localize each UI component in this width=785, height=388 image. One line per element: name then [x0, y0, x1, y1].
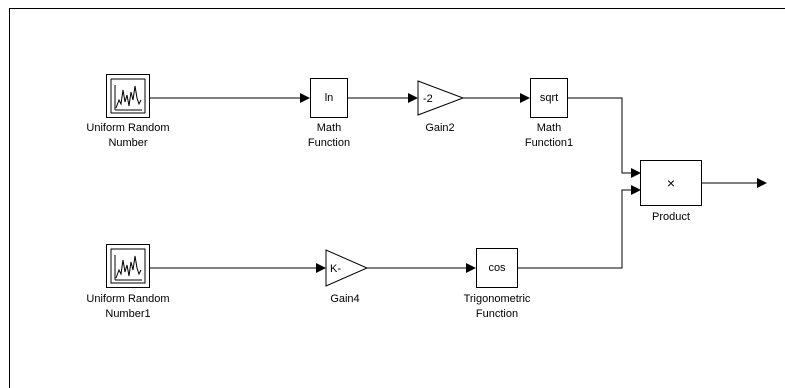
- urn1-scope-icon: [110, 78, 146, 114]
- product-label: Product: [652, 211, 690, 223]
- urn2-label: Uniform Random Number1: [68, 292, 188, 322]
- signal-sqrt-to-product[interactable]: [568, 97, 641, 178]
- math-function-label-line2: Function: [307, 137, 351, 149]
- product-block[interactable]: ×: [640, 160, 702, 206]
- math-function1-block[interactable]: sqrt: [530, 78, 568, 118]
- product-symbol: ×: [666, 175, 676, 191]
- urn2-block[interactable]: [106, 244, 150, 288]
- math-function1-value: sqrt: [539, 92, 559, 104]
- urn2-label-line2: Number1: [105, 308, 151, 320]
- urn1-label: Uniform Random Number: [68, 121, 188, 151]
- trig-function-label-line2: Function: [475, 308, 519, 320]
- gain2-value: -2: [423, 93, 433, 105]
- trig-function-block[interactable]: cos: [476, 248, 518, 288]
- gain2-block[interactable]: -2: [417, 80, 465, 116]
- urn1-label-line1: Uniform Random: [86, 122, 170, 134]
- gain4-label: Gain4: [330, 293, 360, 305]
- urn2-label-line1: Uniform Random: [86, 293, 170, 305]
- math-function1-label-line2: Function1: [524, 137, 574, 149]
- math-function-block[interactable]: ln: [310, 78, 348, 118]
- trig-function-label-line1: Trigonometric: [463, 293, 531, 305]
- trig-function-value: cos: [488, 262, 506, 274]
- trig-function-label: Trigonometric Function: [447, 292, 547, 322]
- signal-cos-to-product[interactable]: [518, 185, 641, 269]
- canvas-frame: [9, 8, 785, 388]
- math-function1-label: Math Function1: [509, 121, 589, 151]
- urn2-scope-icon: [110, 248, 146, 284]
- urn1-label-line2: Number: [108, 137, 148, 149]
- gain4-value: K-: [330, 263, 341, 275]
- math-function-value: ln: [324, 92, 334, 104]
- gain2-label: Gain2: [425, 122, 455, 134]
- math-function-label: Math Function: [289, 121, 369, 151]
- urn1-block[interactable]: [106, 74, 150, 118]
- gain4-block[interactable]: K-: [325, 249, 369, 287]
- math-function-label-line1: Math: [316, 122, 342, 134]
- math-function1-label-line1: Math: [536, 122, 562, 134]
